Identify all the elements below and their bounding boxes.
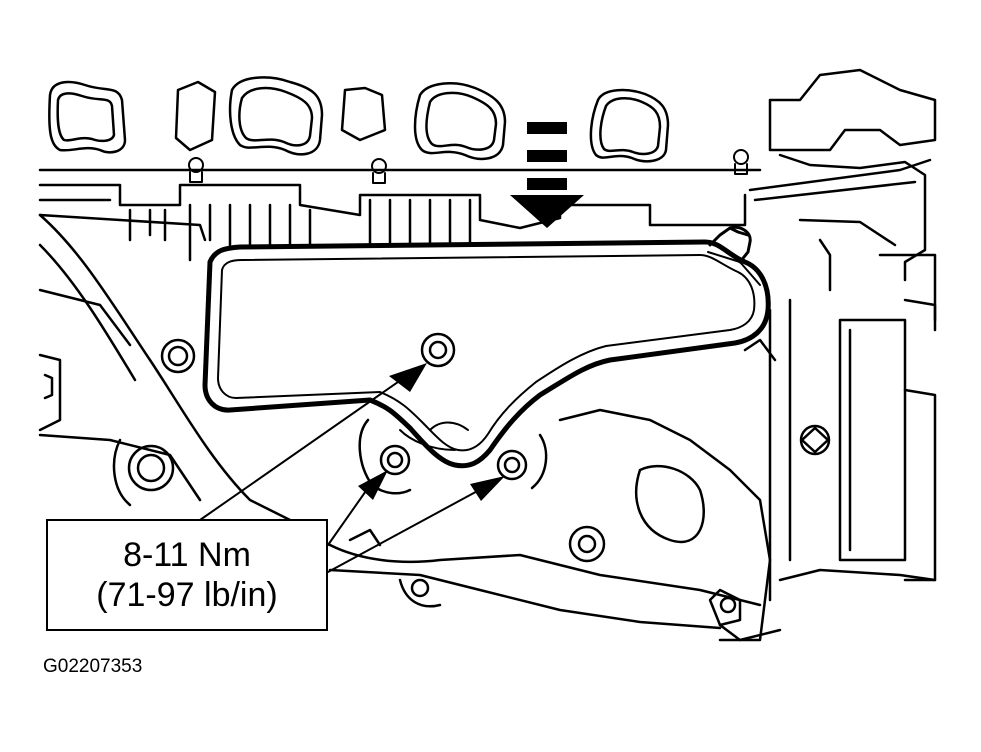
intake-port-gaskets <box>48 76 670 163</box>
arrowhead-left-bolt <box>358 470 388 500</box>
leader-line-upper-bolt <box>199 374 409 521</box>
direction-arrow <box>510 122 584 228</box>
leader-arrowheads <box>358 363 505 501</box>
left-block <box>38 213 292 522</box>
right-side-components <box>708 298 937 642</box>
arrowhead-upper-bolt <box>389 363 427 392</box>
head-rail <box>38 168 762 262</box>
leader-line-right-bolt <box>327 487 484 573</box>
leader-lines <box>199 374 484 573</box>
torque-spec-metric: 8-11 Nm <box>123 536 251 574</box>
upper-right-bracket <box>748 68 937 332</box>
arrowhead-right-bolt <box>470 476 505 501</box>
torque-spec-imperial: (71-97 lb/in) <box>96 576 278 614</box>
torque-spec-callout: 8-11 Nm (71-97 lb/in) <box>46 519 328 631</box>
lower-block <box>278 408 772 642</box>
oil-separator-cover <box>202 225 771 469</box>
figure-id: G02207353 <box>43 656 143 677</box>
leader-line-left-bolt <box>327 487 369 546</box>
